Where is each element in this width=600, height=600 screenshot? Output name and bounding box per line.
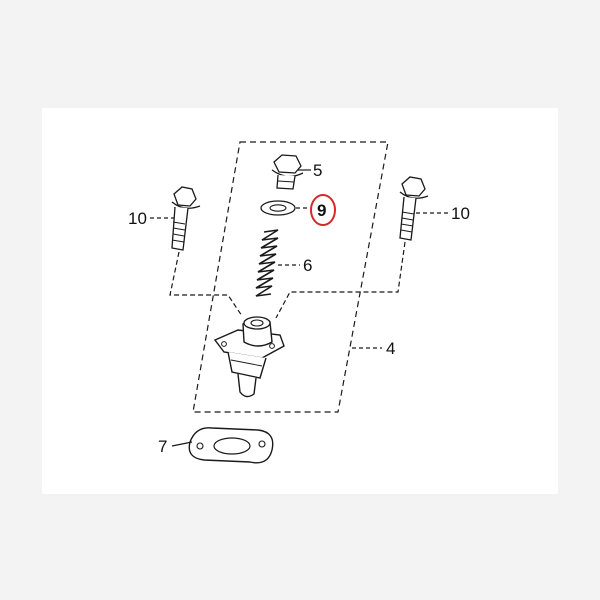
assembly-boundary [192, 141, 389, 413]
callout-7: 7 [158, 437, 167, 456]
leader-7 [171, 441, 193, 447]
highlight-ring [310, 194, 336, 226]
sealing-bolt [271, 154, 304, 190]
callout-9: 9 [317, 201, 326, 220]
washer [260, 200, 296, 216]
leader-bolt-left-path [169, 251, 243, 317]
leader-bolt-right-path [275, 241, 406, 319]
diagram-panel [42, 108, 558, 494]
bolt-right [399, 176, 429, 241]
callout-10-right: 10 [451, 204, 470, 223]
spring [255, 229, 279, 297]
callout-5: 5 [313, 161, 322, 180]
gasket [188, 427, 274, 464]
callout-10-left: 10 [128, 209, 147, 228]
bolt-left [171, 186, 201, 251]
callout-6: 6 [303, 256, 312, 275]
callout-4: 4 [386, 339, 395, 358]
tensioner-body [213, 316, 285, 398]
